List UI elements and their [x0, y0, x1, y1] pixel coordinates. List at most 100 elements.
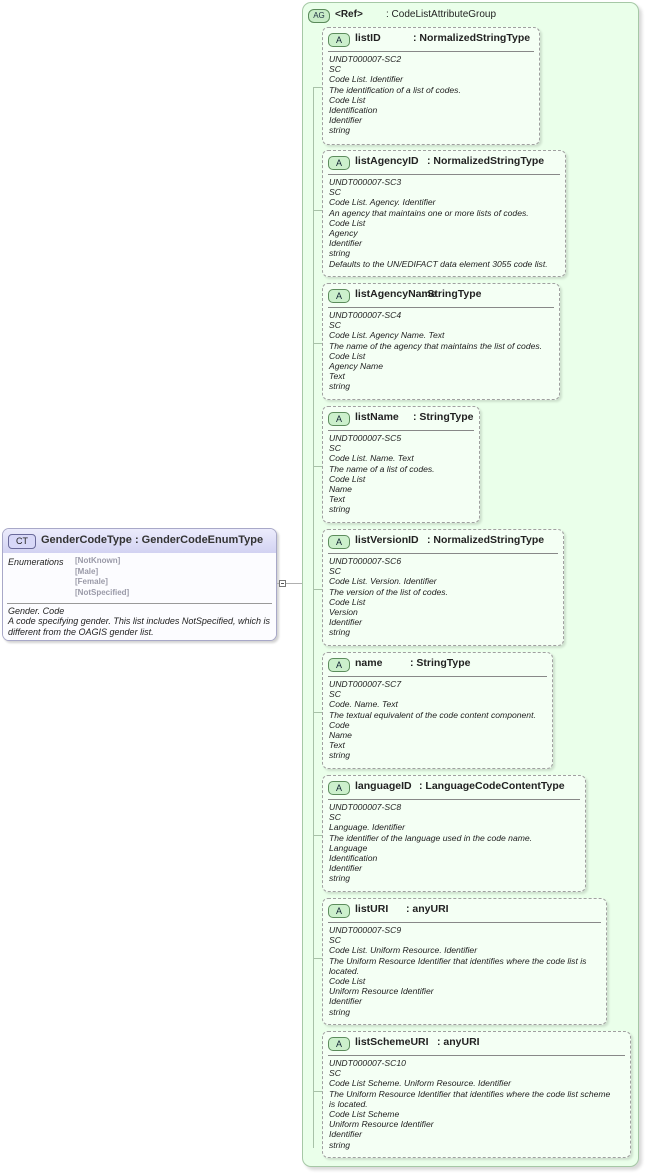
attribute-type: : StringType [410, 657, 471, 669]
connector-line [277, 583, 279, 584]
doc-line: Code List. Uniform Resource. Identifier [329, 945, 478, 956]
attribute-icon: A [328, 33, 350, 47]
doc-line: SC [329, 935, 341, 946]
attribute-group-icon: AG [308, 9, 330, 23]
doc-line: SC [329, 443, 341, 454]
attribute-name: listAgencyID [355, 155, 419, 167]
doc-line: Identifier [329, 863, 362, 874]
divider [328, 922, 601, 923]
complex-type-type: : GenderCodeEnumType [134, 534, 264, 546]
doc-line: Text [329, 371, 345, 382]
doc-line: Code List Scheme [329, 1109, 400, 1120]
attribute-connector-tick [313, 343, 322, 344]
doc-line: UNDT000007-SC10 [329, 1058, 406, 1068]
complex-type-base: GenderCodeEnumType [141, 534, 264, 546]
doc-line: Code List [329, 976, 366, 987]
doc-line: Code [329, 719, 350, 730]
enum-value: [Male] [75, 566, 99, 576]
doc-line: Identifier [329, 617, 362, 628]
doc-line: Uniform Resource Identifier [329, 1119, 434, 1130]
enumeration-list: [NotKnown] [Male] [Female] [NotSpecified… [75, 556, 129, 598]
doc-line: An agency that maintains one or more lis… [329, 207, 529, 218]
attribute-type: : NormalizedStringType [427, 534, 545, 546]
attribute-connector-tick [313, 87, 322, 88]
collapse-toggle[interactable] [279, 580, 286, 587]
divider [328, 430, 474, 431]
attribute-name: listURI [355, 903, 389, 915]
doc-line: The identifier of the language used in t… [329, 832, 533, 843]
doc-line: Code. Name. Text [329, 699, 398, 710]
complex-type-title: GenderCodeType : GenderCodeEnumType [41, 534, 263, 546]
doc-line: Identifier [329, 115, 362, 126]
attribute-name: name [355, 657, 383, 669]
doc-line: string [329, 1139, 351, 1150]
divider [328, 1055, 625, 1056]
doc-line: Code List [329, 473, 366, 484]
doc-line: Identification [329, 853, 378, 864]
attribute-connector-tick [313, 589, 322, 590]
attribute-icon: A [328, 658, 350, 672]
doc-line: Agency Name [329, 361, 383, 372]
attribute-connector-tick [313, 835, 322, 836]
divider [7, 603, 272, 604]
attribute-icon: A [328, 781, 350, 795]
doc-line: The name of the agency that maintains th… [329, 340, 543, 351]
doc-line: located. [329, 965, 360, 976]
complex-type-documentation: Gender. Code A code specifying gender. T… [8, 606, 272, 637]
attribute-name: listID [355, 32, 381, 44]
doc-line: Identifier [329, 1129, 362, 1140]
doc-line: SC [329, 812, 341, 823]
doc-line: The textual equivalent of the code conte… [329, 709, 536, 720]
doc-line: UNDT000007-SC8 [329, 802, 402, 812]
doc-line: The name of a list of codes. [329, 463, 435, 474]
doc-line: SC [329, 689, 341, 700]
doc-line: is located. [329, 1098, 368, 1109]
divider [328, 553, 558, 554]
doc-line: string [329, 873, 351, 884]
attribute-type: : StringType [421, 288, 482, 300]
attribute-group-name: : CodeListAttributeGroup [386, 9, 497, 20]
attribute-type: : anyURI [406, 903, 449, 915]
doc-line: string [329, 248, 351, 259]
complex-type-box[interactable]: CT GenderCodeType : GenderCodeEnumType E… [2, 528, 277, 641]
doc-line: The Uniform Resource Identifier that ide… [329, 1088, 611, 1099]
doc-line: Defaults to the UN/EDIFACT data element … [329, 258, 548, 269]
doc-line: Code List [329, 94, 366, 105]
attribute-name: languageID [355, 780, 412, 792]
doc-line: Code List. Version. Identifier [329, 576, 437, 587]
attribute-icon: A [328, 904, 350, 918]
attribute-name: listSchemeURI [355, 1036, 429, 1048]
complex-type-name: GenderCodeType [41, 534, 132, 546]
doc-line: The Uniform Resource Identifier that ide… [329, 955, 587, 966]
attribute-connector-tick [313, 466, 322, 467]
doc-line: UNDT000007-SC7 [329, 679, 402, 689]
doc-line: Text [329, 740, 345, 751]
attribute-icon: A [328, 156, 350, 170]
doc-line: SC [329, 64, 341, 75]
doc-line: Uniform Resource Identifier [329, 986, 434, 997]
doc-line: Name [329, 484, 352, 495]
enum-value: [NotKnown] [75, 556, 121, 565]
doc-line: Identifier [329, 238, 362, 249]
enum-value: [Female] [75, 577, 108, 586]
complex-type-body: Enumerations [NotKnown] [Male] [Female] … [3, 553, 276, 640]
doc-line: SC [329, 320, 341, 331]
doc-line: Agency [329, 228, 358, 239]
doc-line: string [329, 750, 351, 761]
doc-line: Code List [329, 350, 366, 361]
